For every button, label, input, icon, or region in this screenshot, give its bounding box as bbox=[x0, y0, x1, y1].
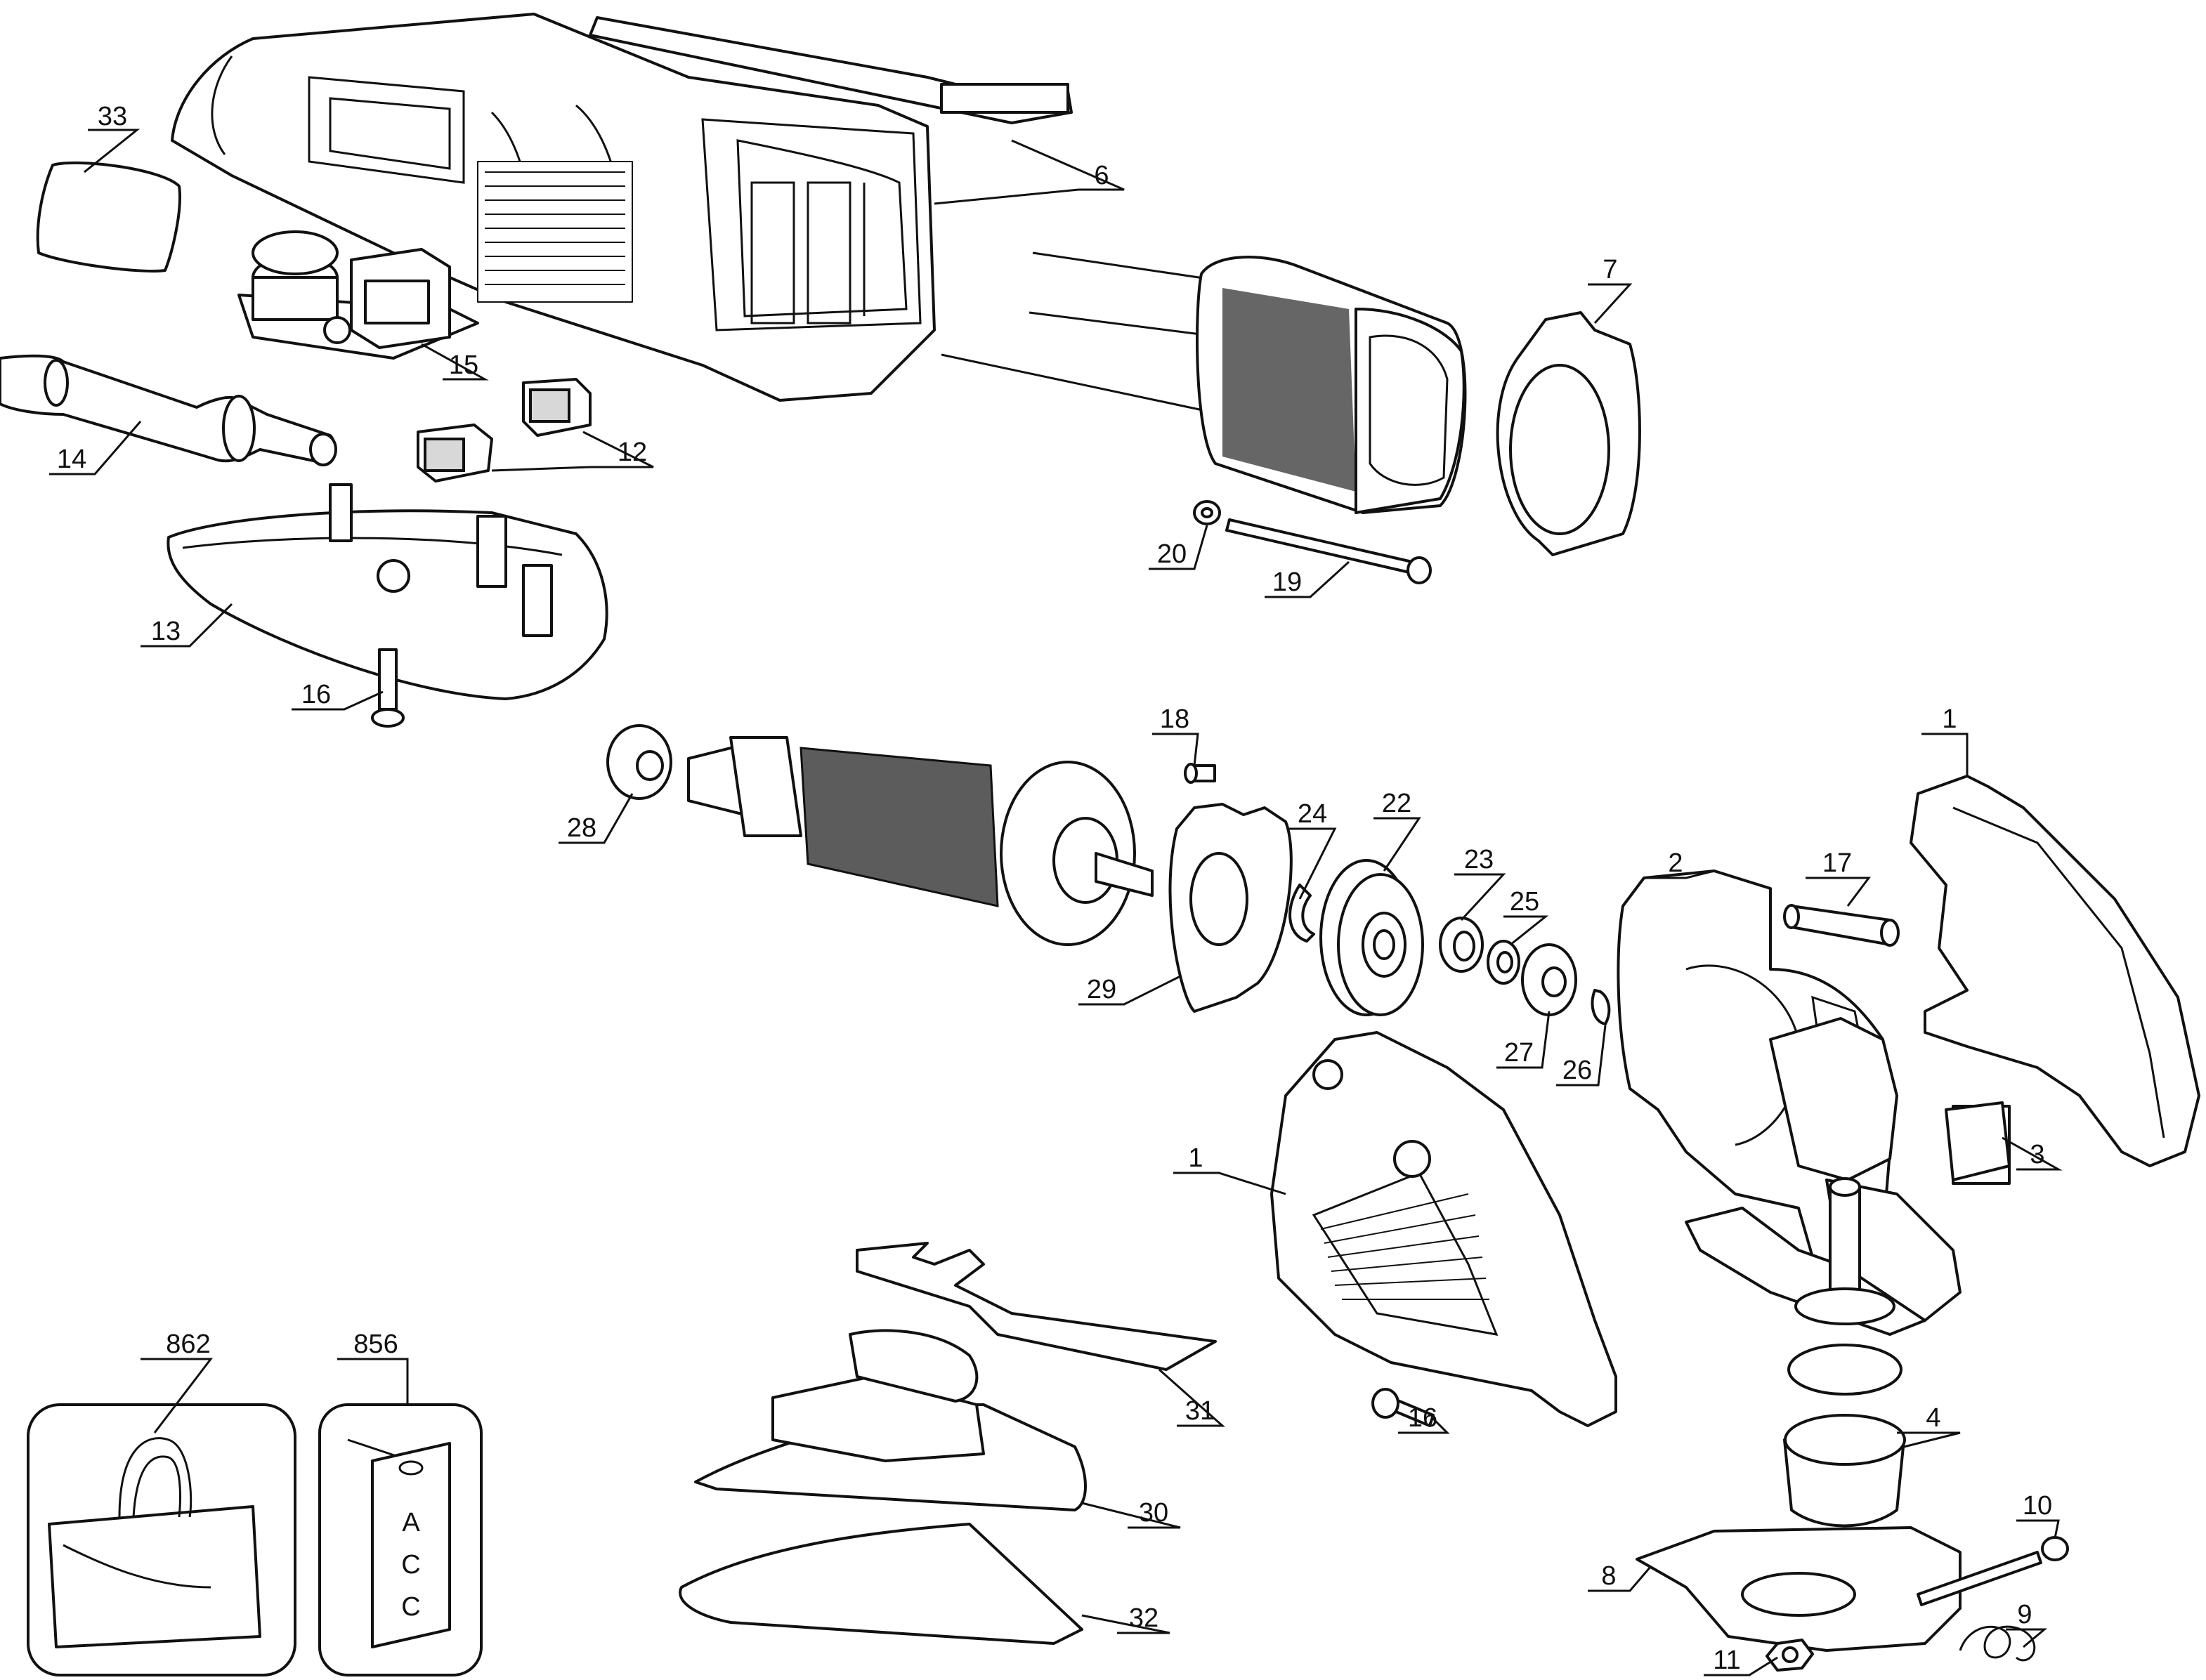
armature bbox=[687, 736, 1154, 946]
callout-24: 24 bbox=[1298, 799, 1327, 829]
retaining-ring-part-24 bbox=[1288, 884, 1315, 943]
brush-holder-part-7 bbox=[1496, 311, 1641, 556]
bearing-part-28 bbox=[606, 724, 672, 800]
washer-part-25 bbox=[1487, 940, 1520, 985]
callout-33: 33 bbox=[98, 102, 127, 131]
bag-box-part-862 bbox=[27, 1403, 296, 1676]
callout-31: 31 bbox=[1185, 1396, 1215, 1426]
power-cord-part-14 bbox=[0, 354, 337, 466]
callout-6: 6 bbox=[1094, 161, 1109, 190]
long-screw-part-19 bbox=[1225, 518, 1432, 584]
field-stator bbox=[941, 251, 1467, 514]
callout-labels: 33 6 7 15 14 12 13 16 20 19 18 28 24 22 … bbox=[57, 102, 2052, 1675]
motor-housing-part-6 bbox=[171, 13, 1073, 402]
spring-washer-part-23 bbox=[1439, 917, 1484, 973]
callout-16-left: 16 bbox=[301, 680, 331, 709]
bearing-part-27 bbox=[1521, 943, 1577, 1016]
callout-28: 28 bbox=[567, 813, 596, 843]
bolt-part-10 bbox=[1917, 1536, 2069, 1606]
acc-letter-c2: C bbox=[401, 1592, 420, 1622]
label-part-33 bbox=[36, 161, 181, 273]
callout-856: 856 bbox=[353, 1330, 398, 1359]
callout-19: 19 bbox=[1272, 567, 1302, 597]
callout-22: 22 bbox=[1382, 789, 1411, 818]
acc-card-box-part-856: A C C bbox=[318, 1403, 483, 1676]
callout-25: 25 bbox=[1510, 887, 1539, 917]
sanding-sheet-part-32 bbox=[679, 1523, 1083, 1645]
screw-part-16-right bbox=[1371, 1388, 1435, 1427]
callout-10: 10 bbox=[2023, 1491, 2052, 1521]
callout-8: 8 bbox=[1601, 1561, 1616, 1591]
callout-13: 13 bbox=[151, 617, 181, 646]
callout-27: 27 bbox=[1504, 1038, 1534, 1068]
callout-9: 9 bbox=[2017, 1600, 2032, 1629]
pin-part-17 bbox=[1783, 904, 1900, 947]
pin-part-18 bbox=[1184, 763, 1216, 784]
capacitor-part-12 bbox=[417, 378, 592, 483]
callout-17: 17 bbox=[1822, 848, 1852, 878]
callout-12: 12 bbox=[618, 438, 647, 467]
callout-29: 29 bbox=[1087, 975, 1116, 1004]
sanding-pad-part-30 bbox=[694, 1329, 1087, 1511]
callout-4: 4 bbox=[1926, 1403, 1940, 1433]
acc-letter-a: A bbox=[402, 1508, 420, 1537]
callout-16-right: 16 bbox=[1408, 1403, 1437, 1433]
baffle-plate-part-29 bbox=[1168, 803, 1293, 1013]
nut-part-11 bbox=[1766, 1639, 1814, 1672]
washer-part-20 bbox=[1193, 500, 1221, 525]
callout-3: 3 bbox=[2030, 1140, 2044, 1169]
housing-half-part-1-left bbox=[1270, 1031, 1617, 1427]
callout-18: 18 bbox=[1160, 704, 1189, 734]
callout-1-left: 1 bbox=[1188, 1143, 1203, 1173]
callout-862: 862 bbox=[166, 1330, 210, 1359]
clip-part-3 bbox=[1945, 1101, 2011, 1181]
callout-30: 30 bbox=[1139, 1498, 1168, 1528]
foot-part-8 bbox=[1636, 1526, 1962, 1652]
callout-14: 14 bbox=[57, 445, 86, 474]
blade-part-31 bbox=[856, 1242, 1217, 1371]
callout-2: 2 bbox=[1668, 848, 1683, 878]
callout-26: 26 bbox=[1562, 1056, 1592, 1085]
acc-letter-c1: C bbox=[401, 1550, 420, 1580]
bearing-housing-part-22 bbox=[1319, 859, 1424, 1016]
spring-part-9 bbox=[1959, 1625, 2036, 1662]
switch-assembly-part-15 bbox=[237, 230, 479, 360]
callout-11: 11 bbox=[1713, 1646, 1740, 1675]
spindle-part-4 bbox=[1783, 1177, 1906, 1528]
callout-7: 7 bbox=[1603, 255, 1617, 284]
leader-lines bbox=[49, 129, 2063, 1676]
clip-part-26 bbox=[1591, 989, 1611, 1025]
callout-15: 15 bbox=[449, 350, 478, 380]
callout-20: 20 bbox=[1157, 539, 1187, 569]
callout-32: 32 bbox=[1129, 1603, 1159, 1633]
callout-23: 23 bbox=[1464, 845, 1494, 874]
screw-part-16 bbox=[371, 648, 405, 728]
handle-cover-part-13 bbox=[167, 483, 608, 700]
callout-1-right: 1 bbox=[1942, 704, 1957, 734]
